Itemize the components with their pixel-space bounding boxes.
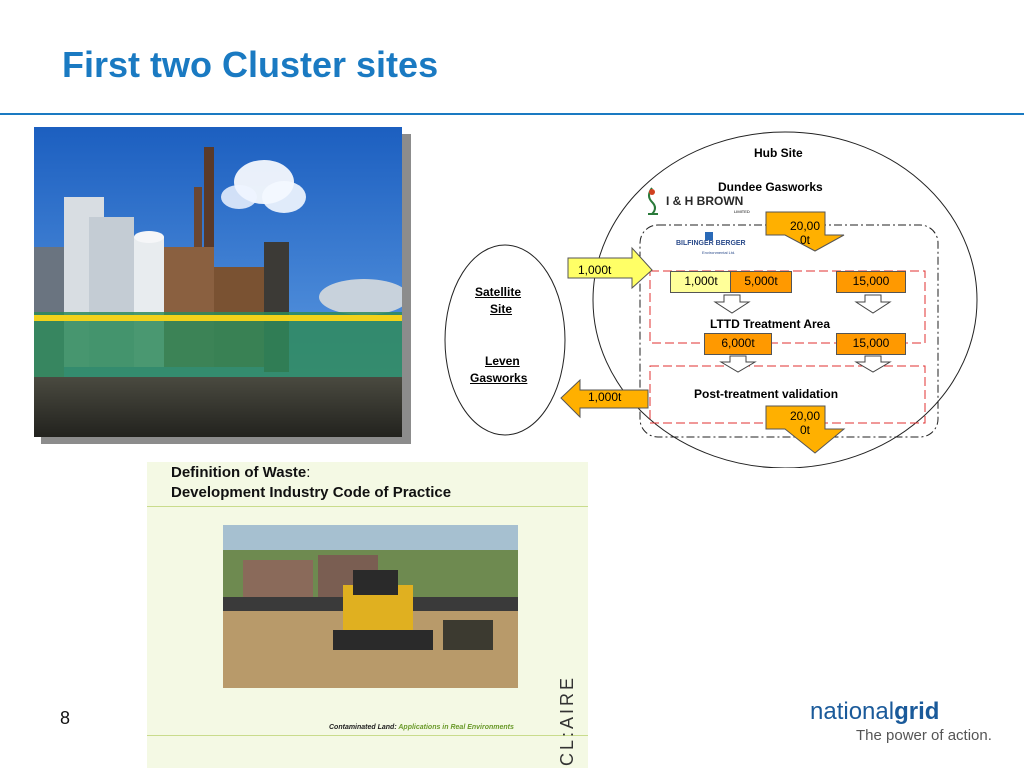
input-top-amount-line1: 20,00 bbox=[789, 219, 821, 233]
amount-box-5000: 5,000t bbox=[730, 271, 792, 293]
bilfinger-logo-sub: Environmental Ltd. bbox=[702, 250, 736, 255]
logo-text-regular: national bbox=[810, 698, 895, 725]
cover-title-line2: Development Industry Code of Practice bbox=[171, 484, 452, 501]
cover-divider-bottom bbox=[147, 735, 588, 736]
input-satellite-amount: 1,000t bbox=[578, 263, 612, 277]
bilfinger-logo-mark bbox=[705, 232, 713, 240]
down-arrow bbox=[713, 294, 751, 314]
leven-label-line1: Leven bbox=[485, 354, 520, 368]
cover-footnote-a: Contaminated Land: bbox=[329, 724, 399, 731]
output-bottom-amount-line1: 20,00 bbox=[789, 409, 821, 423]
input-arrow-top bbox=[765, 211, 845, 252]
diagram-shapes bbox=[444, 131, 978, 468]
hub-site-circle bbox=[592, 131, 978, 468]
slide-title: First two Cluster sites bbox=[62, 44, 439, 85]
output-satellite-amount: 1,000t bbox=[588, 390, 622, 404]
down-arrow bbox=[719, 355, 757, 373]
national-grid-logo: nationalgrid bbox=[810, 698, 939, 726]
bulldozer-illustration bbox=[223, 525, 518, 688]
national-grid-tagline: The power of action. bbox=[856, 727, 992, 744]
ih-brown-logo-text: I & H BROWN bbox=[666, 194, 744, 208]
lttd-area-label: LTTD Treatment Area bbox=[710, 317, 831, 331]
leven-label-line2: Gasworks bbox=[470, 371, 528, 385]
plant-photo-illustration bbox=[34, 127, 402, 437]
down-arrow bbox=[854, 294, 892, 314]
hub-site-name: Dundee Gasworks bbox=[718, 180, 823, 194]
amount-box-1000: 1,000t bbox=[670, 271, 732, 293]
hub-site-title: Hub Site bbox=[754, 146, 803, 160]
satellite-site-ellipse bbox=[444, 244, 566, 436]
cover-title-colon: : bbox=[306, 464, 311, 481]
input-top-amount-line2: 0t bbox=[799, 233, 810, 247]
input-arrow-satellite bbox=[567, 246, 653, 290]
plant-photo bbox=[34, 127, 402, 437]
bulldozer-photo bbox=[223, 525, 518, 688]
output-arrow-satellite bbox=[560, 378, 649, 419]
bilfinger-logo-text: BILFINGER BERGER bbox=[676, 240, 746, 247]
down-arrow bbox=[854, 355, 892, 373]
cover-footnote-b: Applications in Real Environments bbox=[398, 724, 514, 731]
claire-logo: CL:AIRE bbox=[557, 675, 577, 766]
code-of-practice-cover: Definition of Waste: Development Industr… bbox=[147, 462, 588, 768]
output-bottom-amount-line2: 0t bbox=[799, 423, 810, 437]
title-divider bbox=[0, 113, 1024, 115]
cover-divider bbox=[147, 506, 588, 507]
waste-flow-diagram: Hub Site Dundee Gasworks I & H BROWN LIM… bbox=[440, 128, 1000, 468]
amount-box-15000-bottom: 15,000 bbox=[836, 333, 906, 355]
cover-title-bold: Definition of Waste bbox=[171, 464, 307, 481]
output-arrow-bottom bbox=[765, 405, 846, 454]
satellite-label-line2: Site bbox=[490, 302, 513, 316]
ih-brown-logo-sub: LIMITED bbox=[734, 209, 750, 214]
amount-box-15000-top: 15,000 bbox=[836, 271, 906, 293]
amount-box-6000: 6,000t bbox=[704, 333, 772, 355]
cover-title-line1: Definition of Waste: bbox=[171, 464, 310, 481]
post-treatment-label: Post-treatment validation bbox=[694, 387, 839, 401]
svg-text:CL:AIRE: CL:AIRE bbox=[557, 675, 577, 766]
satellite-label-line1: Satellite bbox=[475, 285, 522, 299]
logo-text-bold: grid bbox=[894, 698, 940, 725]
page-number: 8 bbox=[60, 708, 71, 728]
cover-footnote: Contaminated Land: Applications in Real … bbox=[329, 724, 514, 731]
